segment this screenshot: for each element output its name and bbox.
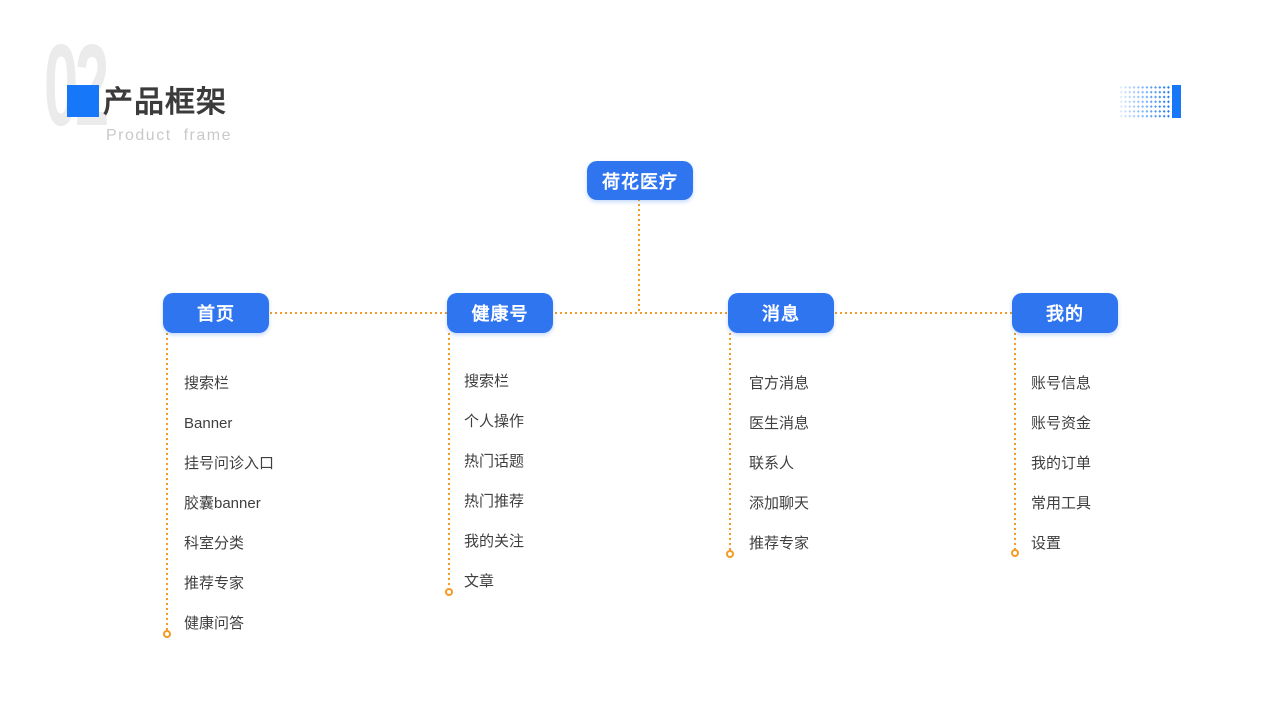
tree-item: 挂号问诊入口 xyxy=(184,455,275,472)
dot-grid-decoration xyxy=(1119,85,1170,118)
branch-line-messages xyxy=(729,333,731,550)
slide-title: 产品框架 xyxy=(103,86,227,119)
tree-item: 推荐专家 xyxy=(749,535,810,552)
branch-items-health-account: 搜索栏 个人操作 热门话题 热门推荐 我的关注 文章 xyxy=(464,362,524,602)
branch-node-home: 首页 xyxy=(163,293,269,333)
tree-item: 搜索栏 xyxy=(464,373,510,390)
tree-item: 个人操作 xyxy=(464,413,525,430)
branch-node-label: 我的 xyxy=(1046,304,1084,324)
branch-node-label: 健康号 xyxy=(471,304,529,324)
tree-item: 胶囊banner xyxy=(184,495,261,512)
tree-item: 官方消息 xyxy=(749,375,810,392)
branch-line-home xyxy=(166,333,168,630)
tree-item: 添加聊天 xyxy=(749,495,810,512)
branch-endpoint-health-account xyxy=(445,588,453,596)
tree-item: 搜索栏 xyxy=(184,375,230,392)
tree-item: 热门推荐 xyxy=(464,493,525,510)
root-node: 荷花医疗 xyxy=(587,161,693,200)
branch-endpoint-messages xyxy=(726,550,734,558)
branch-node-messages: 消息 xyxy=(728,293,834,333)
tree-item: 热门话题 xyxy=(464,453,525,470)
tree-item: 账号信息 xyxy=(1031,375,1092,392)
branch-line-mine xyxy=(1014,333,1016,549)
tree-item: 医生消息 xyxy=(749,415,810,432)
accent-bar-decoration xyxy=(1172,85,1181,118)
tree-item: 我的订单 xyxy=(1031,455,1092,472)
tree-item: 科室分类 xyxy=(184,535,245,552)
branch-items-mine: 账号信息 账号资金 我的订单 常用工具 设置 xyxy=(1031,364,1091,564)
tree-item: Banner xyxy=(184,415,233,432)
tree-item: 常用工具 xyxy=(1031,495,1092,512)
branch-line-health-account xyxy=(448,333,450,588)
branch-node-mine: 我的 xyxy=(1012,293,1118,333)
connector-root-vertical xyxy=(638,199,640,313)
tree-item: 健康问答 xyxy=(184,615,245,632)
branch-items-home: 搜索栏 Banner 挂号问诊入口 胶囊banner 科室分类 推荐专家 健康问… xyxy=(184,364,274,644)
tree-item: 账号资金 xyxy=(1031,415,1092,432)
branch-items-messages: 官方消息 医生消息 联系人 添加聊天 推荐专家 xyxy=(749,364,809,564)
tree-item: 设置 xyxy=(1031,535,1062,552)
accent-square xyxy=(67,85,99,117)
branch-node-label: 消息 xyxy=(762,304,800,324)
root-node-label: 荷花医疗 xyxy=(602,171,678,192)
tree-item: 推荐专家 xyxy=(184,575,245,592)
connector-horizontal xyxy=(270,312,1012,314)
slide-subtitle: Product frame xyxy=(106,127,232,144)
branch-endpoint-mine xyxy=(1011,549,1019,557)
tree-item: 联系人 xyxy=(749,455,795,472)
branch-node-health-account: 健康号 xyxy=(447,293,553,333)
tree-item: 文章 xyxy=(464,573,495,590)
branch-node-label: 首页 xyxy=(197,304,235,324)
tree-item: 我的关注 xyxy=(464,533,525,550)
branch-endpoint-home xyxy=(163,630,171,638)
